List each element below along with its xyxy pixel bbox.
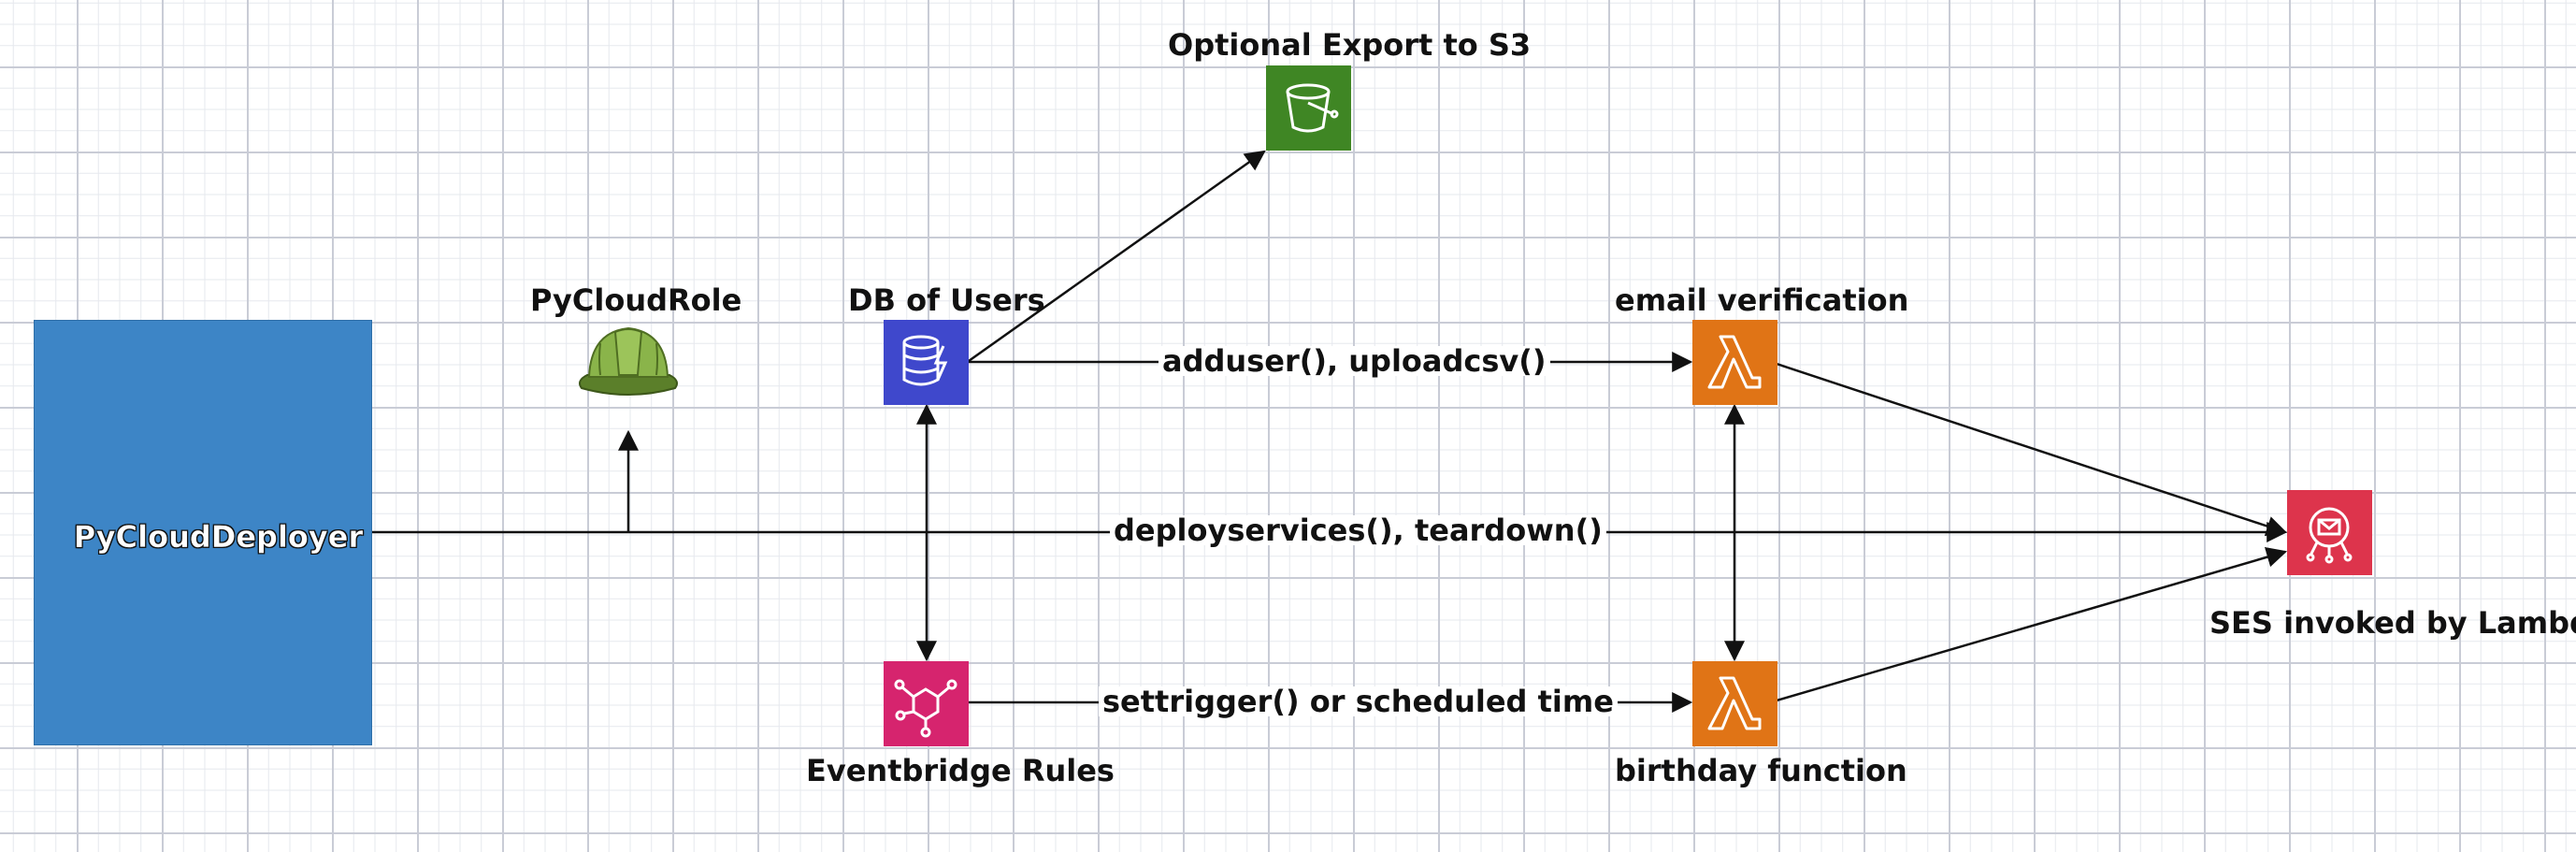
eventbridge-label: Eventbridge Rules [806,753,1115,788]
email-verification-label: email verification [1615,282,1909,318]
role-label: PyCloudRole [530,282,742,318]
s3-label: Optional Export to S3 [1168,27,1532,63]
ses-icon[interactable] [2287,490,2372,575]
deployer-label: PyCloudDeployer [73,519,364,556]
eventbridge-icon[interactable] [884,661,969,746]
edge-label-settrigger: settrigger() or scheduled time [1099,686,1618,716]
lambda-icon[interactable] [1692,661,1777,746]
s3-bucket-icon[interactable] [1266,65,1351,151]
hard-hat-icon[interactable] [572,315,684,409]
db-label: DB of Users [848,282,1045,318]
edge-db-s3 [968,150,1266,363]
deployer-box[interactable] [34,320,372,745]
ses-label: SES invoked by Lambda [2209,605,2576,641]
edge-label-deploy: deployservices(), teardown() [1110,515,1606,545]
lambda-icon[interactable] [1692,320,1777,405]
dynamodb-icon[interactable] [884,320,969,405]
edge-email-ses [1776,362,2288,537]
edge-label-adduser: adduser(), uploadcsv() [1158,346,1550,376]
edge-birthday-ses [1776,546,2288,702]
birthday-label: birthday function [1615,753,1907,788]
